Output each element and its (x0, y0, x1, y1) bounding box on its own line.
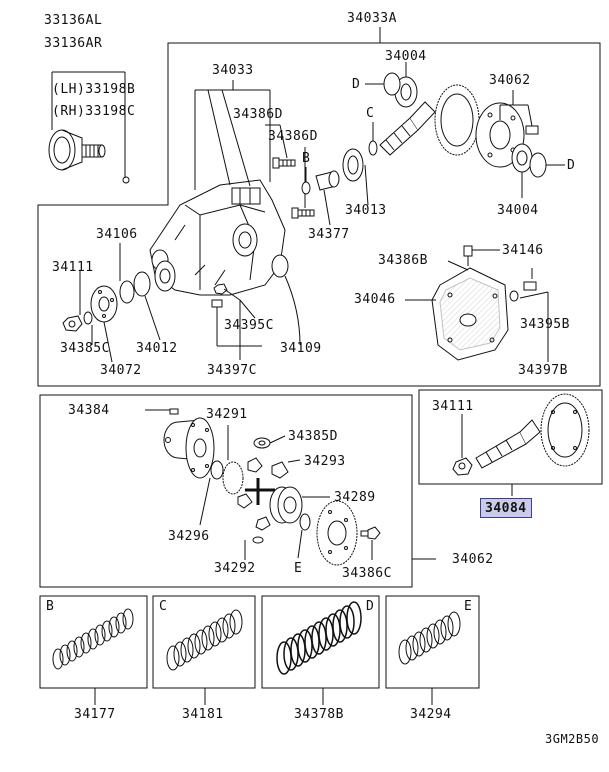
label-34013: 34013 (345, 203, 387, 218)
label-spring-C: C (159, 599, 168, 614)
bearing-34012-part (133, 260, 176, 297)
bearing-34004-lower-part (511, 143, 547, 178)
seal-34106-part (119, 280, 135, 304)
label-34177: 34177 (74, 707, 116, 722)
spacer-stack-D (276, 601, 362, 675)
bolt-34386C-part (360, 526, 381, 540)
label-34395B: 34395B (520, 317, 570, 332)
label-34386D-b: 34386D (268, 129, 318, 144)
pin-34384-part (145, 408, 179, 415)
spacer-frame-C (152, 595, 256, 689)
spacer-stack-B (52, 608, 134, 670)
label-lh-33198B: (LH)33198B (52, 82, 136, 97)
label-34386B: 34386B (378, 253, 428, 268)
label-spring-B: B (46, 599, 55, 614)
label-33136AR: 33136AR (44, 36, 103, 51)
label-spring-E: E (464, 599, 473, 614)
differential-frame (39, 394, 413, 588)
pinion-gears-34293-part (237, 457, 289, 531)
label-B-top: B (302, 151, 311, 166)
label-34294: 34294 (410, 707, 452, 722)
drive-pinion-upper-part (379, 101, 436, 156)
label-34377: 34377 (308, 227, 350, 242)
label-34289: 34289 (334, 490, 376, 505)
bearing-34013-part (342, 148, 364, 182)
bolt-34386D-lower (291, 207, 315, 219)
ring-pinion-34084-part (452, 393, 590, 476)
cross-shaft-34292-part (245, 478, 275, 544)
label-34386D-a: 34386D (233, 107, 283, 122)
label-33136AL: 33136AL (44, 13, 103, 28)
label-34291: 34291 (206, 407, 248, 422)
label-34046: 34046 (354, 292, 396, 307)
label-C-top: C (366, 106, 375, 121)
washer-34385D-part (253, 437, 271, 449)
case-half-part (316, 500, 358, 566)
axle-flange-part (48, 129, 130, 184)
label-34181: 34181 (182, 707, 224, 722)
label-34033A: 34033A (347, 11, 397, 26)
label-34146: 34146 (502, 243, 544, 258)
label-34062-mid: 34062 (452, 552, 494, 567)
bolt-34397B-part (509, 281, 537, 302)
label-34109: 34109 (280, 341, 322, 356)
label-34004-top: 34004 (385, 49, 427, 64)
label-spring-D: D (366, 599, 375, 614)
bolt-34397C-part (211, 283, 228, 322)
label-34062-top: 34062 (489, 73, 531, 88)
label-34012: 34012 (136, 341, 178, 356)
label-34384: 34384 (68, 403, 110, 418)
label-34033: 34033 (212, 63, 254, 78)
label-34385C: 34385C (60, 341, 110, 356)
diagram-code: 3GM2B50 (545, 732, 600, 746)
nut-34111-part (62, 315, 83, 332)
label-34084-highlighted[interactable]: 34084 (480, 498, 532, 518)
oil-seal-34109-part (271, 254, 289, 278)
washer-B-part (301, 181, 311, 195)
spacer-frame-B (39, 595, 148, 689)
spacer-stack-C (166, 609, 243, 671)
washer-E-part (299, 513, 311, 531)
label-34395C: 34395C (224, 318, 274, 333)
label-34111-right: 34111 (432, 399, 474, 414)
label-34292: 34292 (214, 561, 256, 576)
breather-34146-part (463, 245, 473, 266)
lsd-34289-part (269, 486, 303, 524)
bolt-34386D-upper (272, 157, 296, 169)
rear-cover-34046-part (431, 267, 509, 361)
label-34106: 34106 (96, 227, 138, 242)
label-34293: 34293 (304, 454, 346, 469)
label-34072: 34072 (100, 363, 142, 378)
label-D-right: D (567, 158, 576, 173)
label-D-left: D (352, 77, 361, 92)
bearing-34004-upper-part (383, 72, 418, 108)
label-E-mid: E (294, 561, 303, 576)
companion-flange-34072-part (90, 285, 118, 323)
ring-pinion-frame (418, 389, 603, 485)
diff-case-34291-part (163, 417, 215, 479)
label-34111-top: 34111 (52, 260, 94, 275)
ring-gear-upper-part (434, 84, 539, 168)
label-34004-bottom: 34004 (497, 203, 539, 218)
label-34378B: 34378B (294, 707, 344, 722)
carrier-housing-part (149, 179, 286, 296)
spacer-frame-D (261, 595, 380, 689)
spacer-34377-part (315, 170, 340, 191)
side-gear-34296-part (210, 460, 244, 495)
washer-34385C-part (83, 311, 93, 325)
label-34385D: 34385D (288, 429, 338, 444)
label-34397C: 34397C (207, 363, 257, 378)
label-34397B: 34397B (518, 363, 568, 378)
label-rh-33198C: (RH)33198C (52, 104, 136, 119)
spacer-stack-E (398, 611, 461, 665)
upper-assembly-frame (37, 42, 601, 387)
shim-C-part (368, 140, 378, 156)
label-34386C: 34386C (342, 566, 392, 581)
label-34296: 34296 (168, 529, 210, 544)
